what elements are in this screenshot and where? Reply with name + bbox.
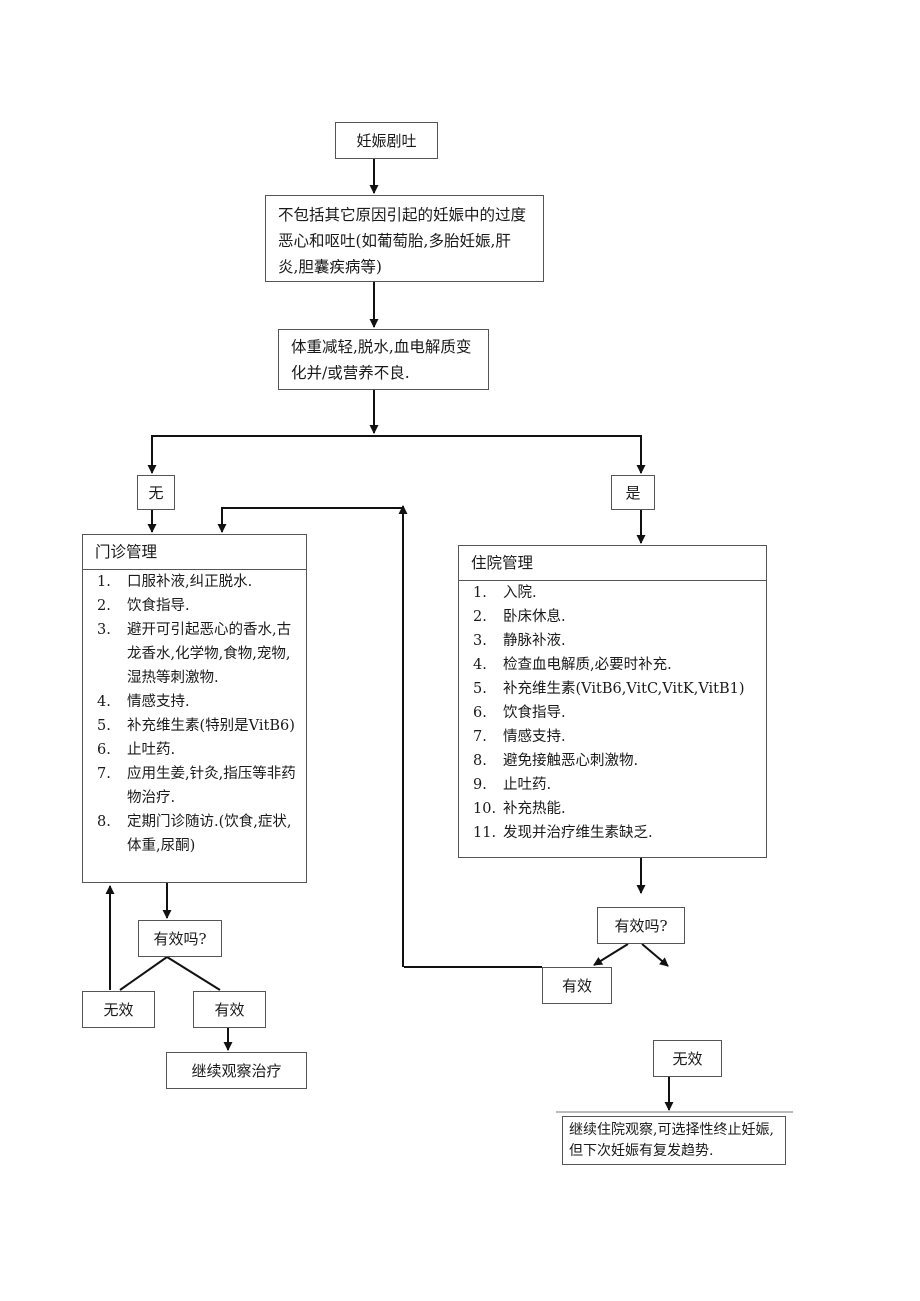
outpatient-continue: 继续观察治疗: [166, 1052, 307, 1089]
outpatient-question: 有效吗?: [138, 920, 222, 957]
list-item: 3.静脉补液.: [473, 633, 566, 649]
inpatient-question-text: 有效吗?: [614, 916, 668, 935]
list-item: 6.止吐药.: [97, 742, 176, 758]
outpatient-no-effect: 无效: [82, 991, 155, 1028]
node-branch-no: 无: [137, 475, 175, 510]
outpatient-title: 门诊管理: [83, 535, 306, 570]
inpatient-no-effect-text: 无效: [672, 1049, 703, 1068]
inpatient-box: 住院管理 1.入院. 2.卧床休息. 3.静脉补液. 4.检查血电解质,必要时补…: [458, 545, 767, 858]
list-item: 7.情感支持.: [473, 729, 566, 745]
node-criteria: 体重减轻,脱水,血电解质变化并/或营养不良.: [278, 329, 489, 390]
inpatient-effect: 有效: [542, 967, 612, 1004]
list-item: 5.补充维生素(特别是VitB6): [97, 718, 295, 734]
node-criteria-text: 体重减轻,脱水,血电解质变化并/或营养不良.: [291, 338, 472, 382]
inpatient-effect-text: 有效: [561, 976, 592, 995]
inpatient-no-effect: 无效: [653, 1040, 722, 1077]
node-branch-yes: 是: [611, 475, 655, 510]
list-item: 1.入院.: [473, 585, 537, 601]
split-outpatient-question: [119, 955, 221, 991]
inpatient-title: 住院管理: [459, 546, 766, 581]
list-item: 11.发现并治疗维生素缺乏.: [473, 825, 653, 841]
list-item: 8.定期门诊随访.(饮食,症状,体重,尿酮): [97, 814, 292, 854]
list-item: 10.补充热能.: [473, 801, 566, 817]
list-item: 6.饮食指导.: [473, 705, 566, 721]
list-item: 8.避免接触恶心刺激物.: [473, 753, 639, 769]
list-item: 2.饮食指导.: [97, 598, 190, 614]
node-definition: 不包括其它原因引起的妊娠中的过度恶心和呕吐(如葡萄胎,多胎妊娠,肝炎,胆囊疾病等…: [265, 195, 544, 282]
node-definition-text: 不包括其它原因引起的妊娠中的过度恶心和呕吐(如葡萄胎,多胎妊娠,肝炎,胆囊疾病等…: [278, 206, 527, 276]
inpatient-continue-text: 继续住院观察,可选择性终止妊娠,但下次妊娠有复发趋势.: [569, 1122, 774, 1159]
outpatient-effect-text: 有效: [214, 1000, 245, 1019]
list-item: 5.补充维生素(VitB6,VitC,VitK,VitB1): [473, 681, 745, 697]
node-start-text: 妊娠剧吐: [356, 131, 417, 150]
outpatient-list: 1.口服补液,纠正脱水. 2.饮食指导. 3.避开可引起恶心的香水,古龙香水,化…: [83, 570, 306, 858]
node-branch-yes-text: 是: [625, 483, 641, 502]
list-item: 2.卧床休息.: [473, 609, 566, 625]
list-item: 1.口服补液,纠正脱水.: [97, 574, 253, 590]
inpatient-question: 有效吗?: [597, 907, 685, 944]
list-item: 4.检查血电解质,必要时补充.: [473, 657, 672, 673]
outpatient-effect: 有效: [193, 991, 266, 1028]
node-branch-no-text: 无: [148, 483, 164, 502]
outpatient-continue-text: 继续观察治疗: [191, 1061, 282, 1080]
outpatient-question-text: 有效吗?: [153, 929, 207, 948]
outpatient-box: 门诊管理 1.口服补液,纠正脱水. 2.饮食指导. 3.避开可引起恶心的香水,古…: [82, 534, 307, 883]
list-item: 3.避开可引起恶心的香水,古龙香水,化学物,食物,宠物,湿热等刺激物.: [97, 622, 292, 686]
list-item: 4.情感支持.: [97, 694, 190, 710]
arrow-inpatient-question-left: [593, 943, 629, 966]
list-item: 9.止吐药.: [473, 777, 552, 793]
inpatient-list: 1.入院. 2.卧床休息. 3.静脉补液. 4.检查血电解质,必要时补充. 5.…: [459, 581, 766, 845]
inpatient-continue: 继续住院观察,可选择性终止妊娠,但下次妊娠有复发趋势.: [562, 1116, 786, 1165]
arrow-inpatient-question-right: [641, 943, 669, 967]
split-line: [151, 435, 642, 473]
node-start: 妊娠剧吐: [335, 122, 438, 159]
list-item: 7.应用生姜,针灸,指压等非药物治疗.: [97, 766, 296, 806]
outpatient-no-effect-text: 无效: [103, 1000, 134, 1019]
